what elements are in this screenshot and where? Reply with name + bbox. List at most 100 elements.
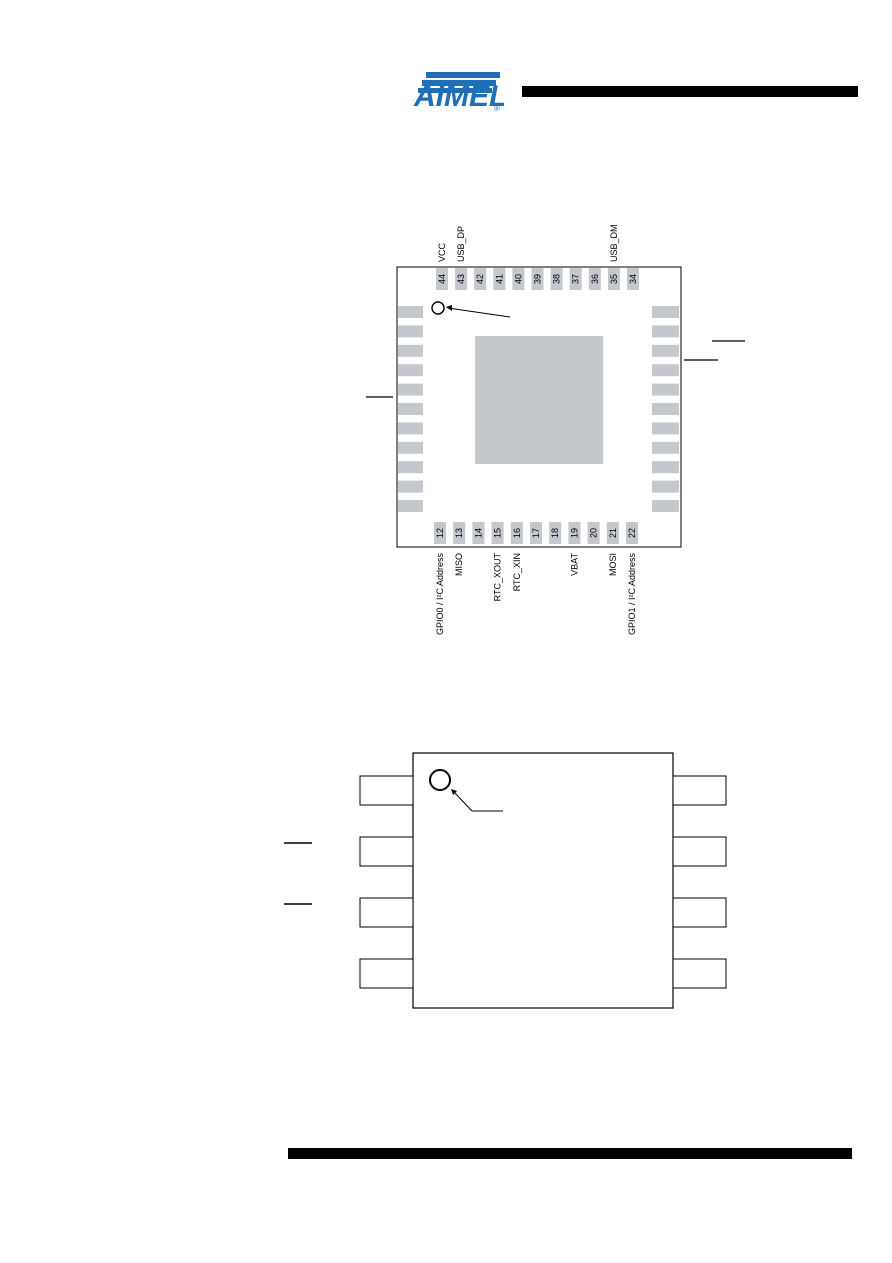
qfn-bottom-pad <box>434 522 446 544</box>
qfn-top-pin-number: 42 <box>475 274 485 284</box>
qfn-bottom-pin-number: 12 <box>435 528 445 538</box>
qfn-exposed-pad <box>475 336 603 464</box>
qfn-bottom-pin-label: MOSI <box>608 553 618 576</box>
qfn-left-pad <box>398 422 423 435</box>
soic-left-lead <box>359 897 414 928</box>
qfn-bottom-pin-label: RTC_XIN <box>512 553 522 591</box>
qfn-bottom-pad <box>606 522 619 544</box>
qfn-bottom-pin-number: 17 <box>531 528 541 538</box>
qfn-left-pad <box>398 344 423 357</box>
qfn-top-pad <box>531 268 544 290</box>
qfn-top-pad <box>588 268 601 290</box>
qfn-right-pad <box>652 422 679 435</box>
qfn-bottom-pin-label: MISO <box>454 553 464 576</box>
qfn-top-pin-number: 40 <box>513 274 523 284</box>
atmel-logo: AIMEL ® <box>412 70 507 113</box>
qfn-bottom-pad <box>491 522 504 544</box>
qfn-right-pad <box>652 403 679 415</box>
qfn-bottom-pin-label: VBAT <box>569 553 579 576</box>
soic-right-lead <box>672 836 727 867</box>
pin1-arrowhead <box>446 305 452 311</box>
qfn-bottom-pad <box>530 522 542 544</box>
qfn-left-pad <box>398 500 423 512</box>
qfn-bottom-pin-number: 22 <box>627 528 637 538</box>
qfn-bottom-pin-number: 14 <box>473 528 483 538</box>
qfn-left-pad <box>398 403 423 415</box>
soic-arrowhead <box>451 789 457 795</box>
qfn-top-pad <box>627 268 639 290</box>
qfn-top-pin-label: USB_DP <box>456 226 466 262</box>
soic-left-lead <box>359 836 414 867</box>
soic-right-lead <box>672 897 727 928</box>
qfn-bottom-pad <box>587 522 600 544</box>
qfn-top-pin-number: 39 <box>533 274 543 284</box>
qfn-top-pin-number: 35 <box>609 274 619 284</box>
qfn-top-pin-label: USB_DM <box>609 224 619 262</box>
qfn-left-pad <box>398 461 423 474</box>
qfn-right-pad <box>652 344 679 357</box>
qfn-top-pad <box>512 268 525 290</box>
qfn-left-pad <box>398 325 423 338</box>
qfn-bottom-pin-number: 19 <box>569 528 579 538</box>
qfn-top-pin-number: 41 <box>494 274 504 284</box>
soic-left-lead <box>359 958 414 989</box>
qfn-top-pad <box>607 268 620 290</box>
qfn-top-pad <box>474 268 487 290</box>
qfn-right-pad <box>652 325 679 338</box>
qfn-bottom-pin-number: 16 <box>512 528 522 538</box>
qfn-top-pin-number: 38 <box>552 274 562 284</box>
qfn-right-pad <box>652 383 679 396</box>
qfn-top-pin-number: 34 <box>628 274 638 284</box>
atmel-logo-svg: AIMEL ® <box>413 72 507 113</box>
qfn-top-pin-number: 36 <box>590 274 600 284</box>
qfn-bottom-pad <box>453 522 466 544</box>
qfn-bottom-pin-label: GPIO1 / I²C Address <box>627 553 637 636</box>
footer-rule <box>288 1148 852 1159</box>
logo-registered-mark: ® <box>494 104 500 112</box>
soic-right-lead <box>672 958 727 989</box>
qfn-top-pin-number: 43 <box>456 274 466 284</box>
qfn-right-pad <box>652 364 679 377</box>
qfn-bottom-pin-number: 13 <box>454 528 464 538</box>
header-rule <box>522 86 858 97</box>
qfn-bottom-pad <box>472 522 485 544</box>
qfn-right-pad <box>652 441 679 454</box>
qfn-top-pin-number: 44 <box>437 274 447 284</box>
qfn-right-pad <box>652 480 679 493</box>
qfn-bottom-pin-number: 21 <box>608 528 618 538</box>
qfn-package-diagram: 44 43 42 41 40 39 38 37 36 35 34 12 13 14 15 16 17 18 19 2… <box>366 224 745 636</box>
qfn-top-pin-label: VCC <box>437 242 447 262</box>
pin1-marker-circle <box>431 301 445 315</box>
qfn-left-pad <box>398 364 423 377</box>
qfn-bottom-pad <box>568 522 581 544</box>
qfn-left-pad <box>398 441 423 454</box>
qfn-bottom-pin-number: 18 <box>550 528 560 538</box>
qfn-bottom-pin-number: 20 <box>589 528 599 538</box>
qfn-left-pad <box>398 306 423 318</box>
pin1-leader-line <box>447 307 511 318</box>
soic-package-diagram <box>284 752 727 1009</box>
qfn-top-pad <box>550 268 563 290</box>
qfn-bottom-pad <box>549 522 562 544</box>
logo-text: AIMEL <box>413 80 504 112</box>
qfn-top-pad <box>493 268 506 290</box>
qfn-top-pad <box>569 268 582 290</box>
qfn-bottom-pad <box>510 522 523 544</box>
qfn-top-pad <box>455 268 468 290</box>
soic-leader-diag <box>452 790 473 812</box>
qfn-left-pad <box>398 480 423 493</box>
qfn-left-pad <box>398 383 423 396</box>
qfn-bottom-pad <box>626 522 638 544</box>
qfn-right-pad <box>652 500 679 512</box>
soic-right-lead <box>672 775 727 806</box>
qfn-top-pin-number: 37 <box>571 274 581 284</box>
qfn-right-pad <box>652 306 679 318</box>
qfn-bottom-pin-label: RTC_XOUT <box>493 553 503 602</box>
qfn-top-pad <box>436 268 448 290</box>
soic-pin1-marker <box>429 769 451 791</box>
soic-left-lead <box>359 775 414 806</box>
qfn-right-pad <box>652 461 679 474</box>
qfn-bottom-pin-number: 15 <box>493 528 503 538</box>
soic-body <box>412 752 674 1009</box>
qfn-bottom-pin-label: GPIO0 / I²C Address <box>435 553 445 636</box>
